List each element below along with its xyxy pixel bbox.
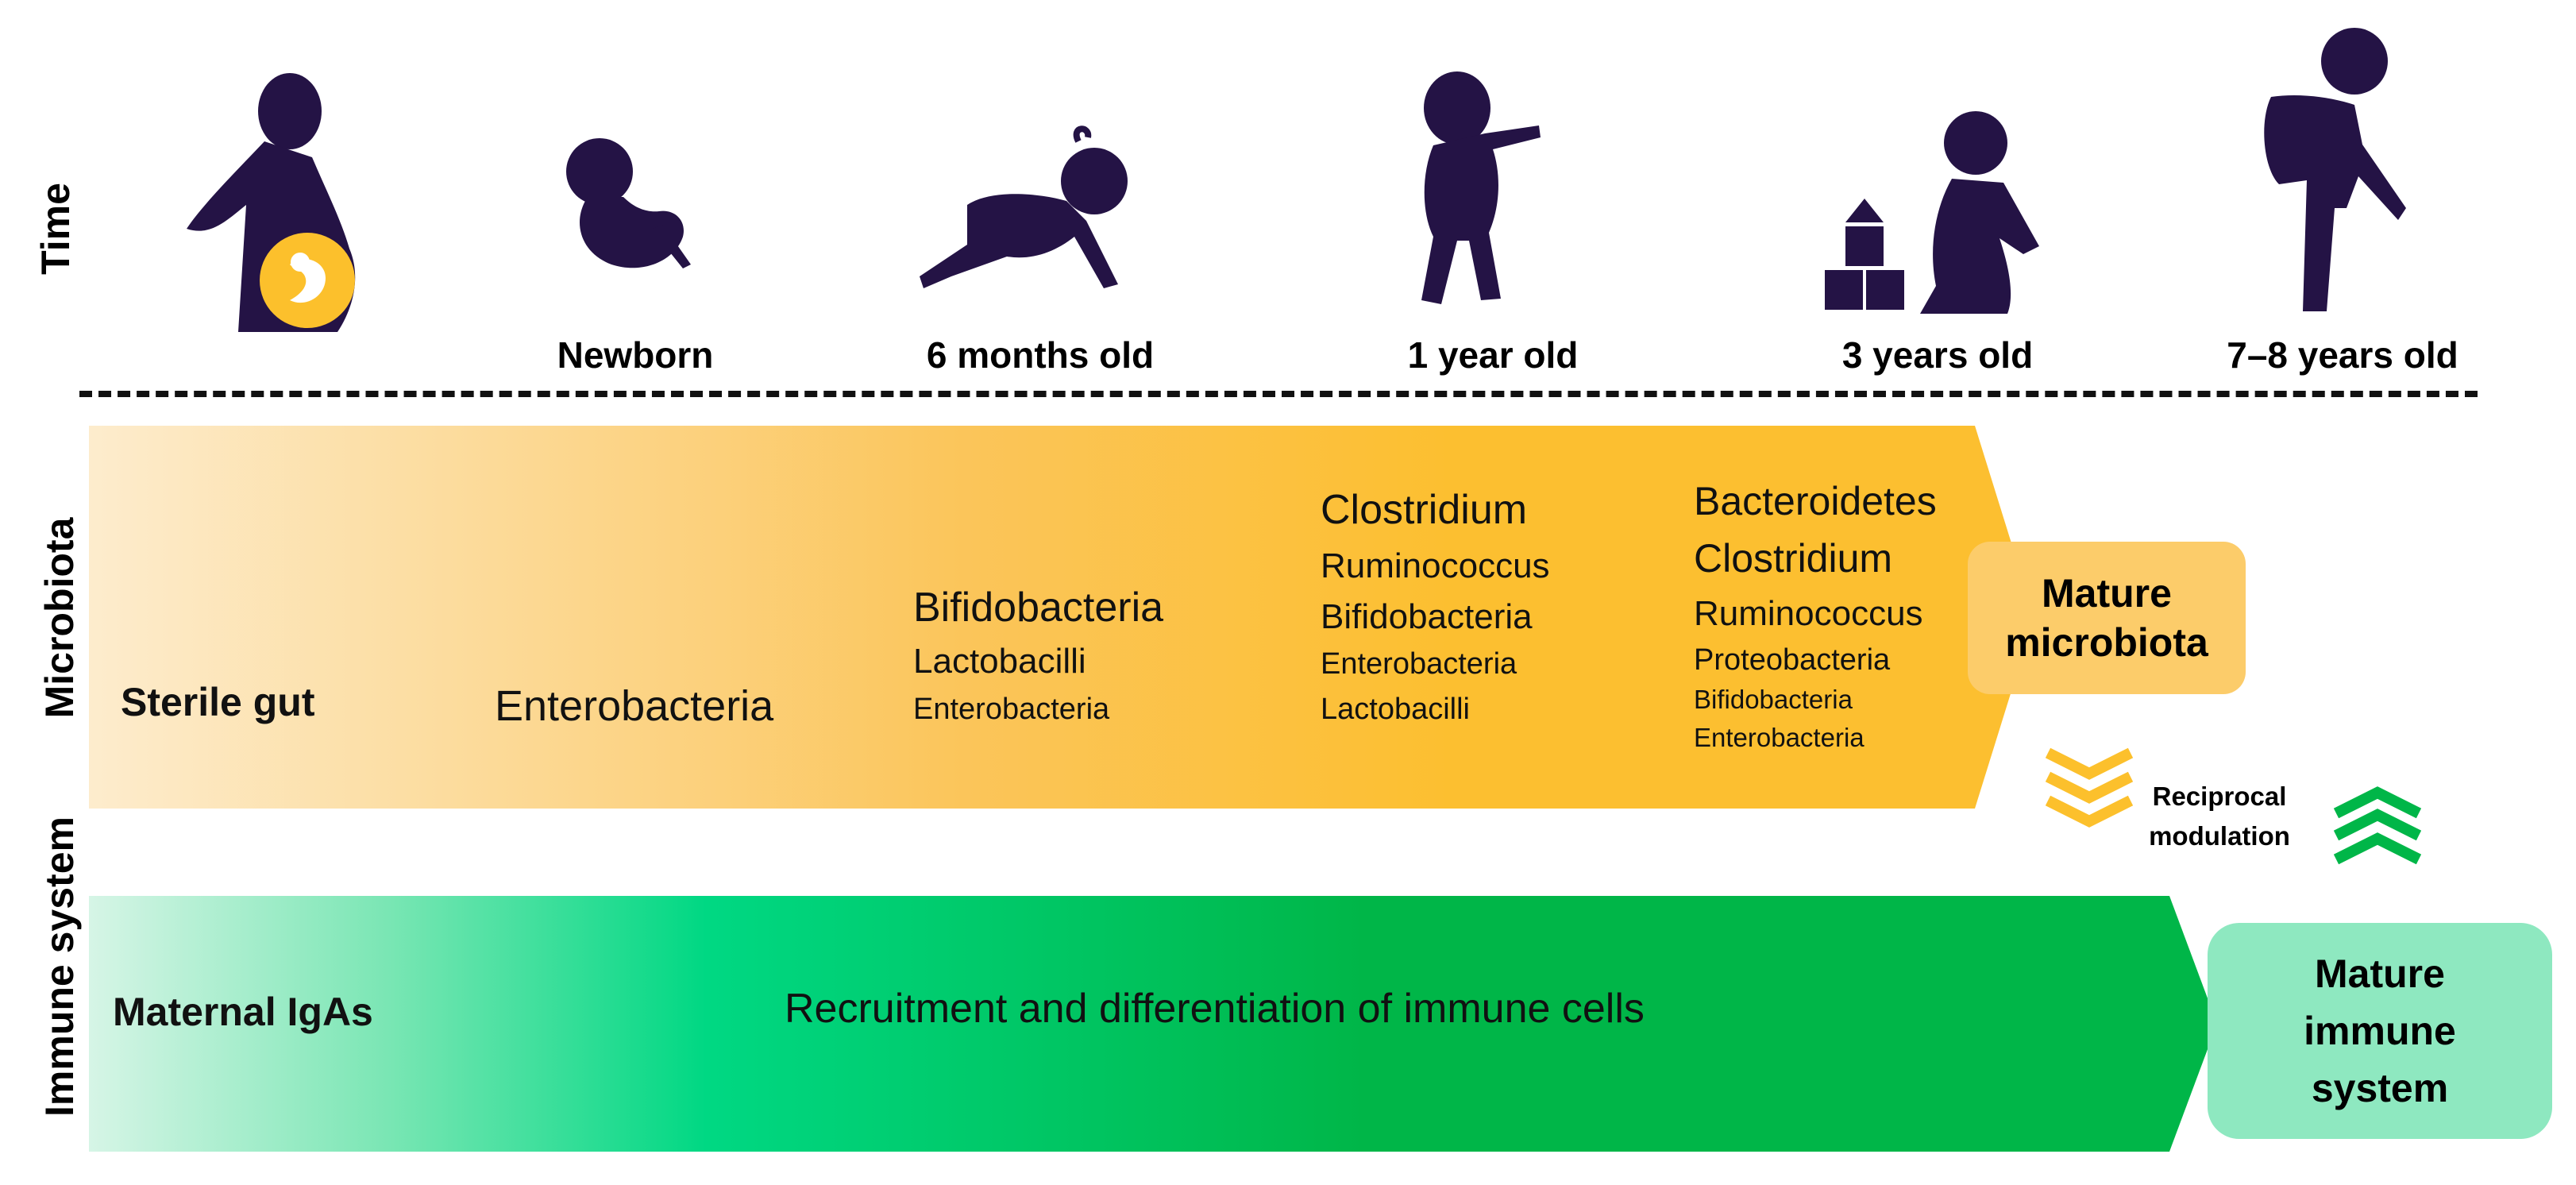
three-years-taxon-4: Proteobacteria xyxy=(1694,643,1891,677)
one-year-taxon-1: Clostridium xyxy=(1321,487,1528,533)
maternal-igas-label: Maternal IgAs xyxy=(113,990,373,1034)
mature-immune-system-label: Mature immune system xyxy=(2304,951,2456,1110)
one-year-taxon-2: Ruminococcus xyxy=(1321,546,1550,585)
age-newborn: Newborn xyxy=(557,334,714,376)
one-year-taxon-5: Lactobacilli xyxy=(1321,693,1470,726)
immune-system-band xyxy=(89,896,2217,1152)
six-months-taxon-1: Bifidobacteria xyxy=(913,585,1164,631)
chevron-down-icon xyxy=(2045,747,2134,828)
reciprocal-modulation-label: Reciprocal modulation xyxy=(2149,782,2290,851)
age-6-months: 6 months old xyxy=(926,334,1155,376)
sterile-gut-label: Sterile gut xyxy=(121,680,315,724)
newborn-microbiota: Enterobacteria xyxy=(495,682,774,730)
crawling-baby-icon xyxy=(920,125,1128,288)
one-year-taxon-3: Bifidobacteria xyxy=(1321,597,1533,636)
row-label-time: Time xyxy=(33,183,78,275)
time-divider xyxy=(79,391,2478,397)
six-months-taxon-2: Lactobacilli xyxy=(913,642,1086,681)
mature-immune-system-box: Mature immune system xyxy=(2208,923,2552,1139)
chevron-up-icon xyxy=(2333,786,2422,865)
child-playing-blocks-icon xyxy=(1825,111,2039,314)
mature-microbiota-label: Mature microbiota xyxy=(2005,571,2208,665)
age-1-year: 1 year old xyxy=(1407,334,1579,376)
pregnant-woman-icon xyxy=(187,73,356,332)
recruitment-label: Recruitment and differentiation of immun… xyxy=(785,986,1645,1032)
row-label-immune-system: Immune system xyxy=(37,816,82,1117)
three-years-taxon-1: Bacteroidetes xyxy=(1694,479,1937,523)
school-child-icon xyxy=(2264,28,2406,311)
three-years-taxon-6: Enterobacteria xyxy=(1694,723,1865,752)
row-label-microbiota: Microbiota xyxy=(37,517,82,719)
three-years-taxon-2: Clostridium xyxy=(1694,536,1893,581)
mature-microbiota-box: Mature microbiota xyxy=(1968,542,2246,694)
six-months-taxon-3: Enterobacteria xyxy=(913,693,1110,726)
walking-toddler-icon xyxy=(1421,71,1541,304)
three-years-taxon-5: Bifidobacteria xyxy=(1694,685,1853,714)
microbiota-band xyxy=(89,426,2034,809)
age-7-8-years: 7–8 years old xyxy=(2227,334,2458,376)
three-years-taxon-3: Ruminococcus xyxy=(1694,594,1923,633)
age-3-years: 3 years old xyxy=(1841,334,2034,376)
newborn-icon xyxy=(566,138,691,268)
one-year-taxon-4: Enterobacteria xyxy=(1321,647,1517,681)
